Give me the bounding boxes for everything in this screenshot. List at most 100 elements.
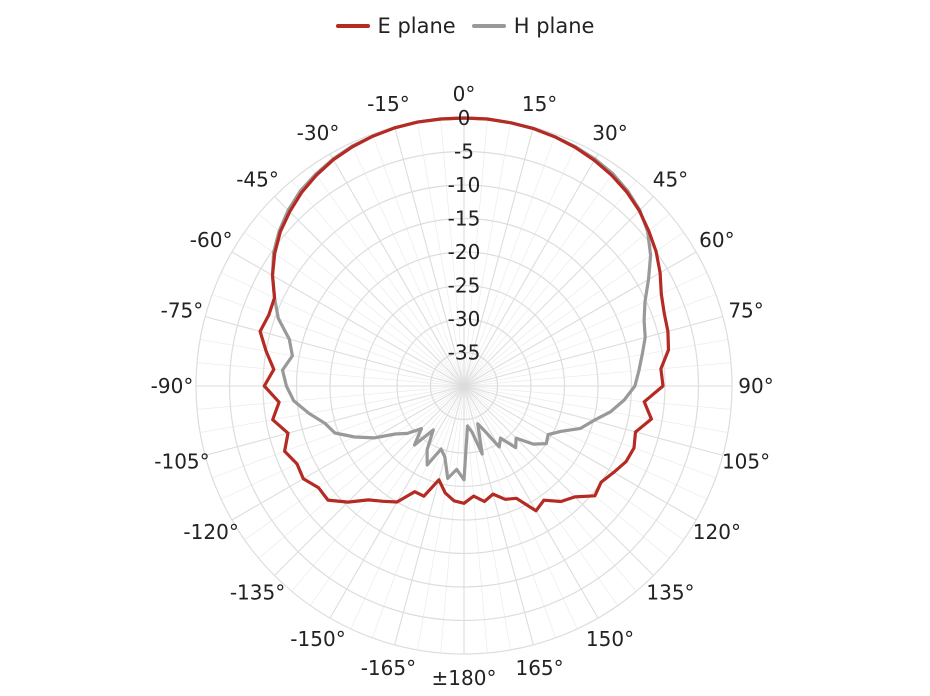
- radial-tick-label: -20: [448, 240, 481, 264]
- angle-tick-label: -60°: [190, 228, 233, 252]
- angle-tick-label: 90°: [738, 374, 773, 398]
- grid-spoke: [463, 134, 556, 387]
- grid-spoke: [463, 166, 619, 387]
- radial-tick-label: -15: [448, 207, 481, 231]
- grid-spoke: [463, 316, 724, 387]
- grid-spoke: [204, 316, 465, 387]
- grid-spoke: [463, 294, 716, 387]
- grid-spoke: [463, 385, 728, 433]
- grid-spoke: [196, 385, 465, 410]
- grid-spoke: [212, 294, 465, 387]
- angle-tick-label: 135°: [646, 580, 694, 604]
- angle-tick-label: -135°: [230, 580, 285, 604]
- grid-spoke: [309, 166, 465, 387]
- radial-labels: 0-5-10-15-20-25-30-35: [448, 106, 481, 365]
- grid-spoke: [220, 272, 465, 387]
- angle-tick-label: 165°: [515, 656, 563, 680]
- grid-spoke: [463, 385, 578, 630]
- angle-tick-label: -45°: [236, 168, 279, 192]
- grid-spoke: [463, 272, 708, 387]
- grid-spoke: [463, 231, 684, 387]
- chart-legend: E plane H plane: [0, 14, 930, 38]
- grid-spoke: [463, 339, 728, 387]
- angle-tick-label: 15°: [522, 92, 557, 116]
- grid-spoke: [350, 385, 465, 630]
- angle-tick-label: -105°: [154, 450, 209, 474]
- angle-tick-label: 105°: [722, 450, 770, 474]
- angle-tick-label: -30°: [297, 121, 340, 145]
- grid-spoke: [463, 385, 732, 410]
- grid-spoke: [258, 213, 465, 387]
- grid-spoke: [417, 122, 465, 387]
- angle-tick-label: 45°: [653, 168, 688, 192]
- grid-spoke: [463, 385, 619, 606]
- radial-tick-label: -35: [448, 341, 481, 365]
- grid-spoke: [212, 385, 465, 478]
- angle-tick-label: 60°: [699, 228, 734, 252]
- angle-tick-label: -165°: [361, 656, 416, 680]
- grid-spoke: [244, 231, 465, 387]
- grid-spoke: [463, 142, 578, 387]
- grid-spoke: [417, 385, 465, 650]
- legend-item-e-plane[interactable]: E plane: [335, 14, 456, 38]
- grid-spoke: [440, 118, 465, 387]
- grid-spoke: [329, 153, 465, 387]
- grid-spoke: [463, 196, 654, 387]
- grid-spoke: [440, 385, 465, 654]
- grid-spoke: [463, 122, 511, 387]
- grid-spoke: [231, 385, 465, 521]
- grid-spoke: [220, 385, 465, 500]
- angle-tick-label: 75°: [728, 298, 763, 322]
- legend-swatch-h-plane: [471, 24, 506, 28]
- grid-spoke: [204, 385, 465, 456]
- grid-spoke: [200, 339, 465, 387]
- grid-spoke: [463, 385, 654, 576]
- grid-spoke: [372, 385, 465, 638]
- grid-spoke: [463, 126, 534, 387]
- grid-spoke: [291, 180, 465, 387]
- grid-spoke: [463, 213, 670, 387]
- grid-spoke: [463, 385, 684, 541]
- grid-spoke: [463, 180, 637, 387]
- legend-item-h-plane[interactable]: H plane: [471, 14, 595, 38]
- legend-label-e-plane: E plane: [377, 14, 456, 38]
- radial-tick-label: -5: [454, 140, 474, 164]
- series-line-e-plane: [258, 116, 671, 513]
- grid-spoke: [196, 362, 465, 387]
- legend-label-h-plane: H plane: [513, 14, 595, 38]
- angle-tick-label: 30°: [592, 121, 627, 145]
- grid-spoke: [200, 385, 465, 433]
- grid-spoke: [244, 385, 465, 541]
- radial-tick-label: -25: [448, 274, 481, 298]
- grid-spoke: [463, 118, 488, 387]
- grid-spoke: [274, 196, 465, 387]
- grid-spoke: [463, 153, 599, 387]
- angle-tick-label: 120°: [693, 520, 741, 544]
- grid-spoke: [231, 251, 465, 387]
- grid-spoke: [463, 385, 599, 619]
- grid-spoke: [463, 251, 697, 387]
- series-layer: [258, 116, 671, 513]
- radial-tick-label: -30: [448, 307, 481, 331]
- grid-spoke: [274, 385, 465, 576]
- grid-spoke: [372, 134, 465, 387]
- grid-spoke: [463, 385, 708, 500]
- grid-spoke: [463, 385, 637, 592]
- grid-spoke: [394, 385, 465, 646]
- grid-spoke: [258, 385, 465, 559]
- radial-tick-label: 0: [458, 106, 471, 130]
- angle-tick-label: 0°: [453, 82, 476, 106]
- grid-spoke: [291, 385, 465, 592]
- legend-swatch-e-plane: [335, 24, 370, 28]
- grid-spoke: [463, 385, 716, 478]
- angle-tick-label: -15°: [367, 92, 410, 116]
- grid-spoke: [463, 385, 534, 646]
- angle-tick-label: ±180°: [432, 666, 497, 690]
- angle-labels: 0°15°30°45°60°75°90°105°120°135°150°165°…: [151, 82, 774, 690]
- polar-grid: [195, 117, 733, 655]
- grid-spoke: [463, 362, 732, 387]
- angle-tick-label: -75°: [161, 298, 204, 322]
- grid-spoke: [394, 126, 465, 387]
- grid-spoke: [463, 385, 697, 521]
